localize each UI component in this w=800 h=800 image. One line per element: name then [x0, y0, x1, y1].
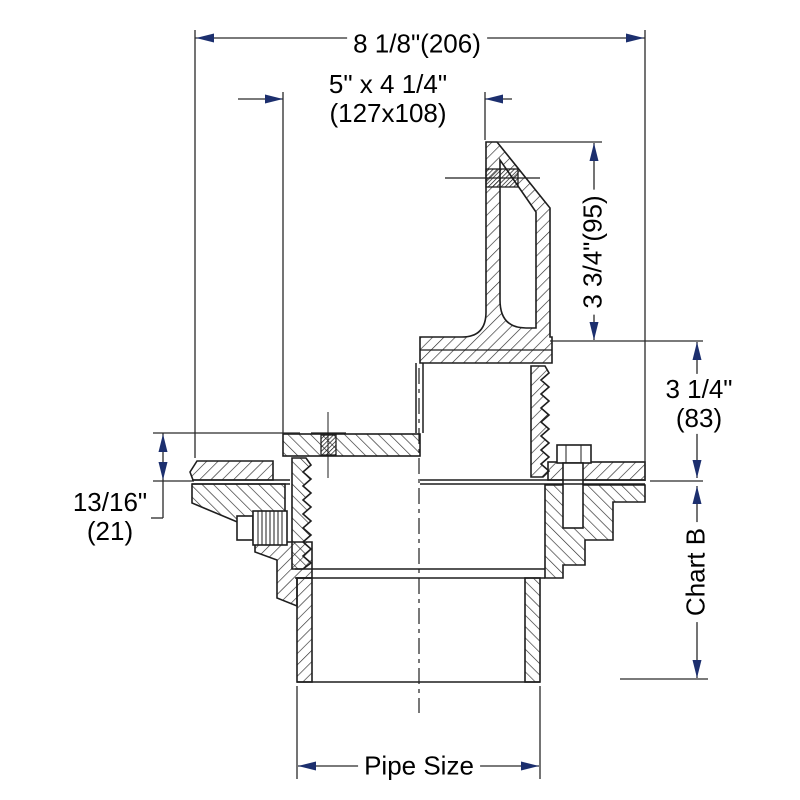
extension-lines [153, 30, 708, 779]
dim-deck-height-line2: (83) [675, 403, 723, 433]
arrowheads [158, 33, 702, 771]
threaded-joint-left [291, 457, 313, 570]
clamp-bolt-left [236, 510, 288, 546]
dim-funnel-height-label: 3 3/4"(95) [577, 189, 609, 315]
dim-pipe-size-label: Pipe Size [358, 750, 480, 782]
dim-overall-width-label: 8 1/8"(206) [347, 28, 487, 60]
funnel-channel [499, 157, 537, 329]
dim-grate-opening-line1: 5" x 4 1/4" [328, 68, 448, 99]
dim-deck-height-label: 3 1/4" (83) [659, 373, 739, 435]
dim-flange-thickness-label: 13/16" (21) [72, 486, 148, 546]
dim-flange-thickness-line1: 13/16" [72, 486, 148, 517]
pipe-wall-right-section [524, 577, 541, 683]
funnel-set-screw [445, 168, 540, 188]
grate-strip-section [282, 433, 421, 457]
pipe-wall-left-section [296, 577, 313, 683]
dim-grate-opening-label: 5" x 4 1/4" (127x108) [328, 68, 448, 128]
dim-grate-opening-line2: (127x108) [329, 98, 447, 128]
dimension-lines [151, 37, 698, 767]
threaded-joint-right [530, 365, 551, 478]
grate-screw [311, 412, 346, 478]
body-right-step-section [544, 484, 646, 579]
dim-body-depth-label: Chart B [680, 521, 712, 623]
dim-flange-thickness-line2: (21) [86, 516, 134, 546]
flange-left-upper-section [189, 460, 274, 481]
dim-deck-height-line1: 3 1/4" [665, 373, 733, 404]
